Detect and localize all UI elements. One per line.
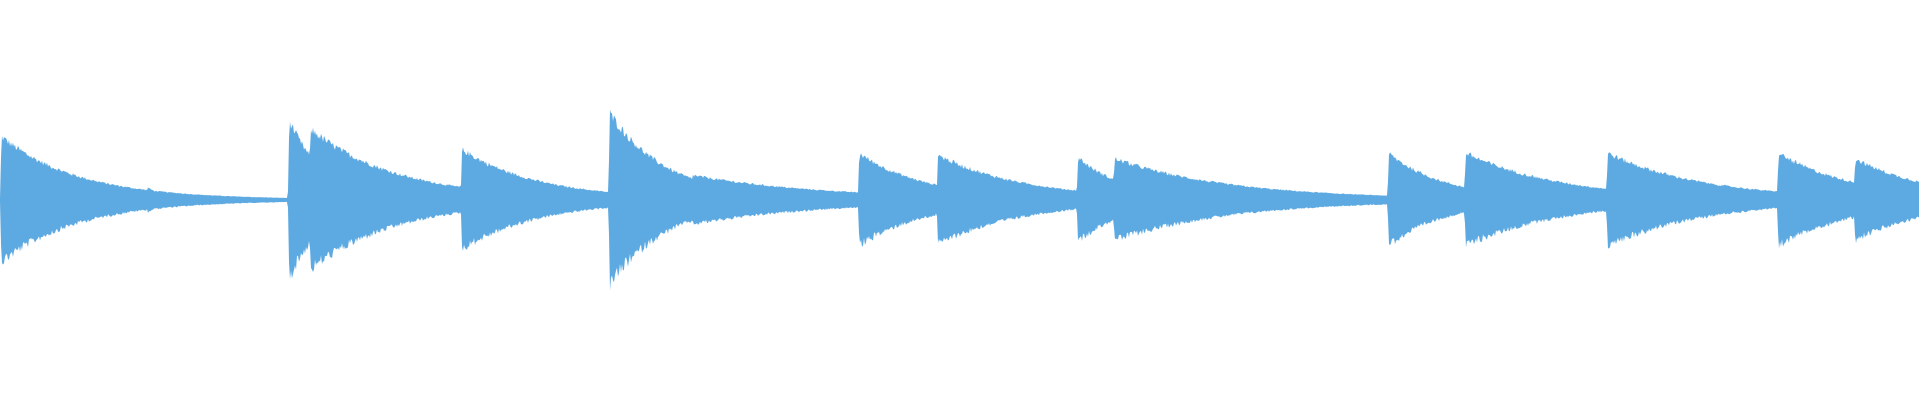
- waveform-path: [0, 109, 1919, 291]
